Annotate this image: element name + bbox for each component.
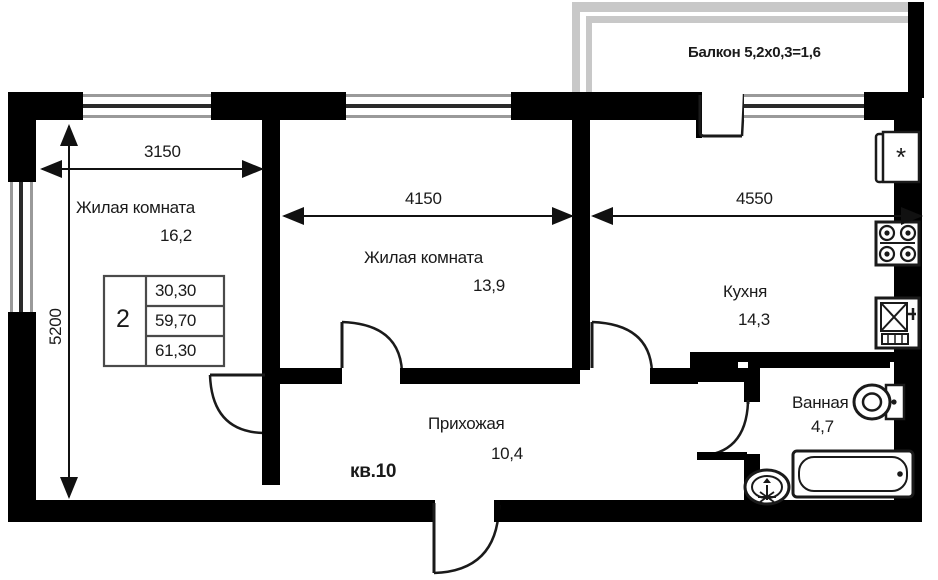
window-top-right <box>744 92 864 120</box>
window-top-middle <box>346 92 511 120</box>
kitchen-sink-icon <box>874 296 921 350</box>
toilet-icon <box>852 383 906 421</box>
info-box-total-area: 59,70 <box>155 311 197 330</box>
apartment-info-box <box>102 274 226 368</box>
room-label-kitchen-area: 14,3 <box>738 310 770 329</box>
dimension-3150: 3150 <box>144 142 181 161</box>
window-top-left <box>83 92 211 120</box>
room-label-bathroom-name: Ванная <box>792 393 849 412</box>
room-label-bathroom-area: 4,7 <box>811 417 834 436</box>
door-middle-room-to-hall <box>340 320 404 373</box>
balcony-door <box>696 92 746 138</box>
room-label-kitchen-name: Кухня <box>723 282 767 301</box>
door-bathroom <box>696 400 750 458</box>
info-box-rooms-count: 2 <box>116 305 130 333</box>
kitchen-cabinet-icon: * <box>874 130 921 184</box>
room-label-living-room-middle-area: 13,9 <box>473 276 505 295</box>
balcony-note: Балкон 5,2х0,3=1,6 <box>688 44 821 61</box>
room-label-living-room-left-area: 16,2 <box>160 226 192 245</box>
room-label-hallway-name: Прихожая <box>428 414 505 433</box>
info-box-total-area-with-balcony: 61,30 <box>155 341 197 360</box>
balcony-structure <box>572 2 924 98</box>
door-left-room <box>208 373 280 436</box>
door-kitchen-to-hall <box>590 320 654 373</box>
interior-walls <box>208 120 900 502</box>
svg-text:*: * <box>896 142 906 172</box>
entrance-door <box>429 500 501 575</box>
room-label-living-room-left-name: Жилая комната <box>76 198 195 217</box>
dimension-4550: 4550 <box>736 189 773 208</box>
bathtub-icon <box>791 449 915 499</box>
window-left <box>8 182 36 312</box>
dimension-lines <box>40 124 923 499</box>
dimension-4150: 4150 <box>405 189 442 208</box>
info-box-living-area: 30,30 <box>155 281 197 300</box>
room-label-living-room-middle-name: Жилая комната <box>364 248 483 267</box>
washbasin-icon <box>743 468 791 506</box>
cooktop-icon <box>874 220 921 267</box>
apartment-number: кв.10 <box>350 461 397 482</box>
dimension-5200: 5200 <box>46 308 65 345</box>
room-label-hallway-area: 10,4 <box>491 444 523 463</box>
